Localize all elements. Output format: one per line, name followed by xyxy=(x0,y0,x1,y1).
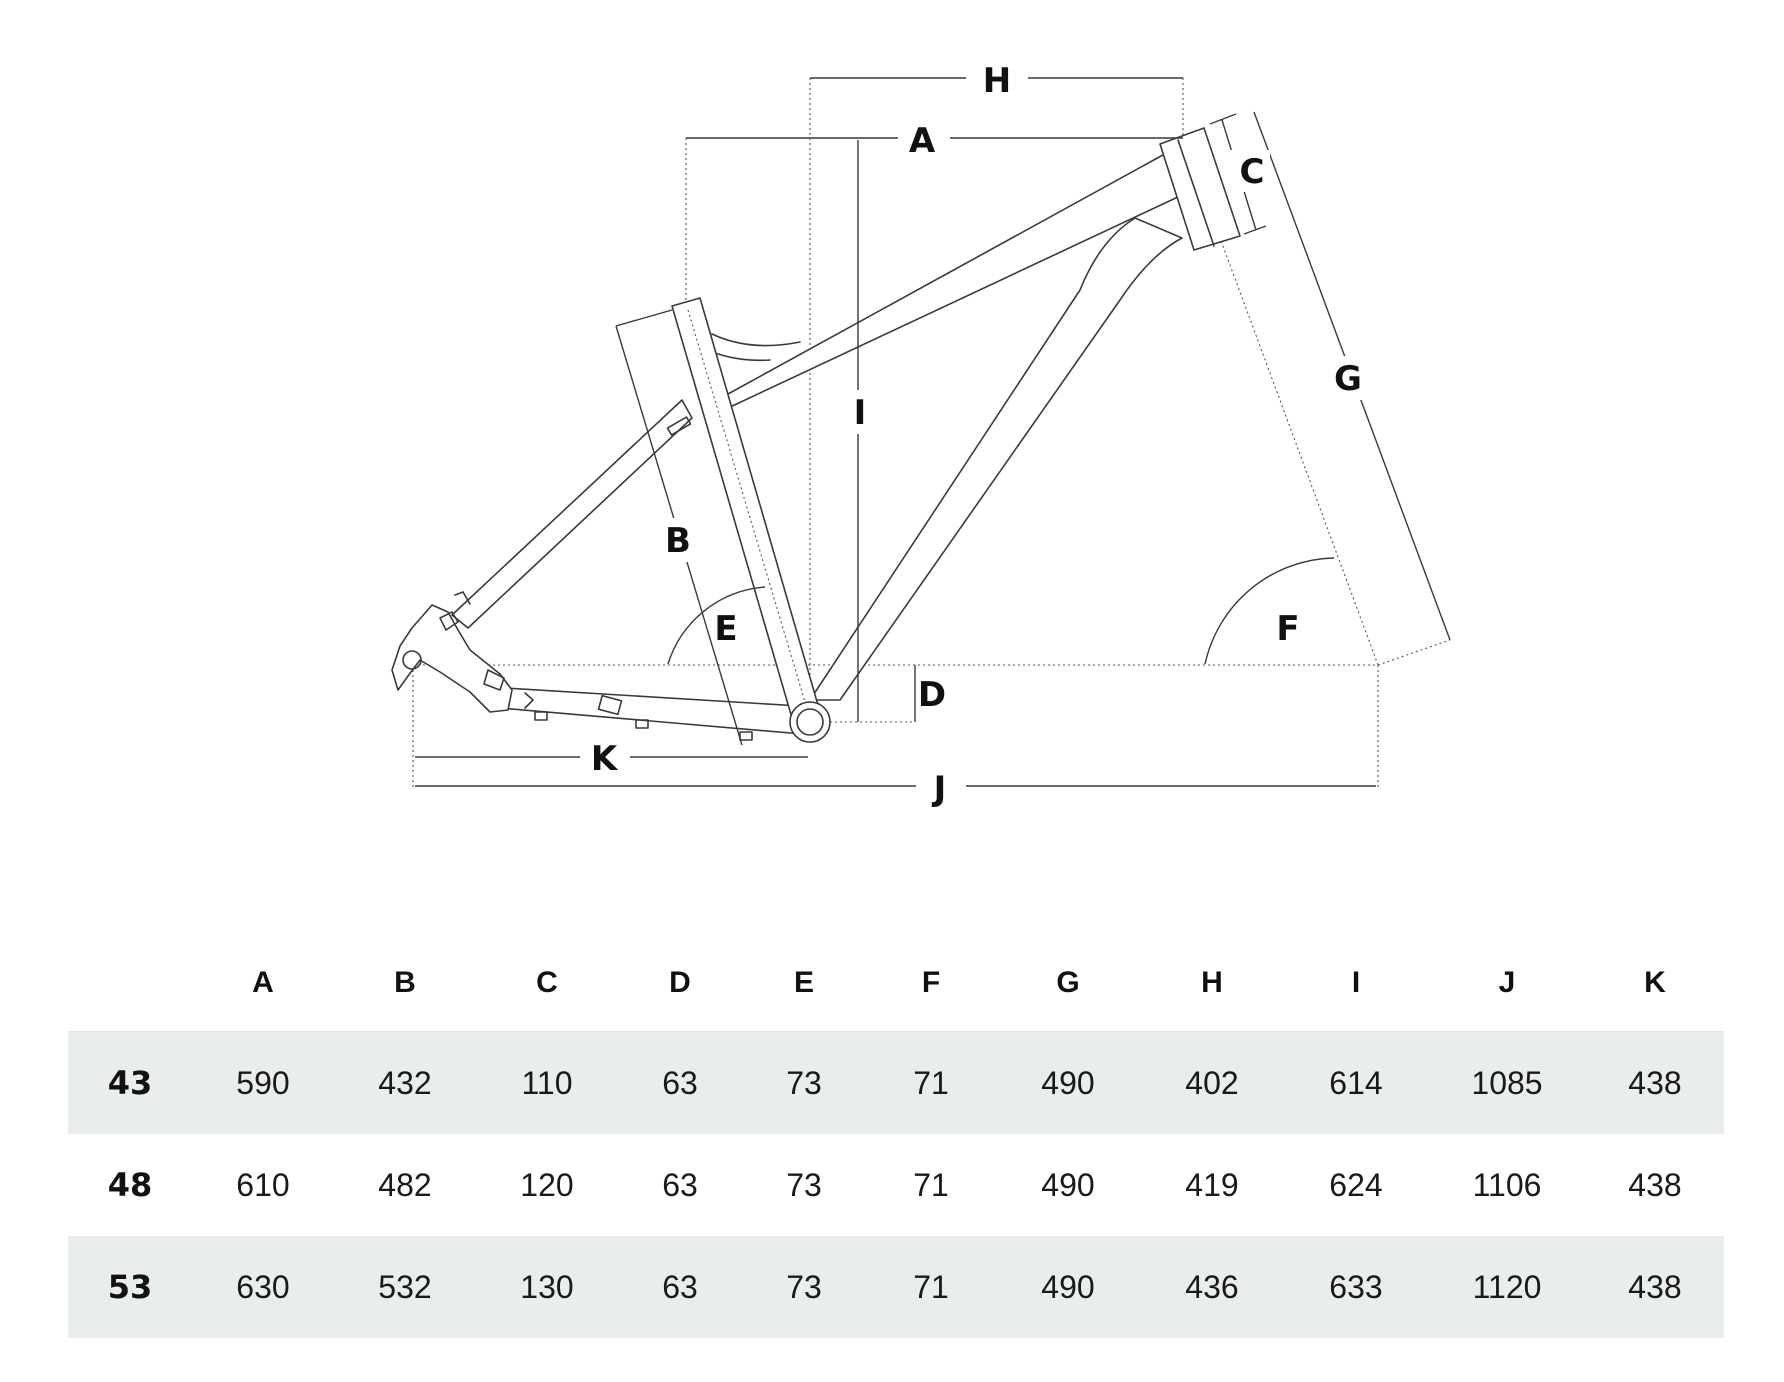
table-cell: 630 xyxy=(192,1236,334,1338)
chain-stay-decal xyxy=(597,694,623,716)
table-cell: 490 xyxy=(996,1031,1140,1134)
table-cell: 1106 xyxy=(1472,1166,1542,1203)
table-cell: 63 xyxy=(618,1236,742,1338)
geometry-table: A B C D E F G H I J K 43 590 432 110 63 … xyxy=(68,935,1724,1338)
down-tube xyxy=(809,217,1183,701)
top-tube-brace-bottom xyxy=(711,351,771,362)
table-cell: 419 xyxy=(1185,1166,1239,1203)
table-cell: 610 xyxy=(236,1166,290,1203)
chain-stay xyxy=(499,687,803,735)
chain-stay-bridge xyxy=(524,692,534,709)
rear-dropout xyxy=(391,604,513,713)
column-header: A xyxy=(252,966,274,999)
dim-label-f: F xyxy=(1276,609,1299,649)
dim-label-j: J xyxy=(932,769,947,809)
bike-frame xyxy=(391,127,1241,743)
table-cell: 73 xyxy=(742,1031,866,1134)
chain-stay-mount-3 xyxy=(739,731,753,741)
column-header: K xyxy=(1644,966,1666,999)
size-cell: 43 xyxy=(68,1031,192,1134)
table-cell: 73 xyxy=(742,1236,866,1338)
column-header: C xyxy=(536,966,558,999)
fork-offset-line xyxy=(1377,639,1451,666)
rear-axle-icon xyxy=(402,650,422,670)
column-header: F xyxy=(921,966,941,999)
table-cell: 71 xyxy=(913,1166,949,1203)
table-cell: 633 xyxy=(1284,1236,1428,1338)
seat-stay xyxy=(451,399,693,629)
column-header: G xyxy=(1056,966,1080,999)
table-cell: 1120 xyxy=(1428,1236,1586,1338)
column-header: D xyxy=(669,966,691,999)
table-row: 53 630 532 130 63 73 71 490 436 633 1120… xyxy=(68,1236,1724,1338)
table-cell: 482 xyxy=(378,1166,432,1203)
bottom-bracket-shell xyxy=(789,701,831,743)
table-cell: 130 xyxy=(476,1236,618,1338)
dim-c-tick-top xyxy=(1209,113,1237,125)
column-header: H xyxy=(1201,966,1223,999)
dim-label-a: A xyxy=(909,121,936,161)
table-cell: 490 xyxy=(1041,1166,1095,1203)
table-cell: 432 xyxy=(334,1031,476,1134)
table-cell: 1085 xyxy=(1428,1031,1586,1134)
dim-f-arc xyxy=(1204,557,1335,665)
table-header-row: A B C D E F G H I J K xyxy=(68,935,1724,1032)
table-cell: 438 xyxy=(1628,1166,1682,1203)
dim-label-k: K xyxy=(591,739,619,779)
reference-lines xyxy=(412,78,1451,790)
table-row: 48 610 482 120 63 73 71 490 419 624 1106… xyxy=(68,1134,1724,1236)
dim-label-i: I xyxy=(854,393,867,433)
table-cell: 110 xyxy=(476,1031,618,1134)
size-cell: 48 xyxy=(107,1166,153,1204)
table-cell: 73 xyxy=(786,1166,822,1203)
steering-axis-line xyxy=(1182,137,1379,666)
table-cell: 71 xyxy=(866,1031,996,1134)
size-cell: 53 xyxy=(68,1236,192,1338)
dim-label-b: B xyxy=(665,521,691,561)
table-cell: 438 xyxy=(1586,1236,1724,1338)
chain-stay-mount-2 xyxy=(635,719,649,729)
column-header: J xyxy=(1498,966,1516,999)
table-cell: 71 xyxy=(866,1236,996,1338)
column-header: E xyxy=(793,966,814,999)
column-header: I xyxy=(1351,966,1361,999)
top-tube-brace-top xyxy=(711,333,801,347)
dim-label-d: D xyxy=(918,675,946,715)
chain-stay-mount-1 xyxy=(534,711,548,721)
table-cell: 624 xyxy=(1329,1166,1383,1203)
table-cell: 120 xyxy=(520,1166,574,1203)
dropout-detail-2 xyxy=(483,669,505,691)
dim-c-tick-bottom xyxy=(1243,225,1267,235)
dropout-detail-1 xyxy=(439,611,459,631)
dim-label-g: G xyxy=(1334,359,1362,399)
dim-label-h: H xyxy=(983,61,1011,101)
table-cell: 402 xyxy=(1140,1031,1284,1134)
header-size-col xyxy=(68,935,192,1032)
head-tube xyxy=(1159,127,1241,251)
table-cell: 532 xyxy=(334,1236,476,1338)
dim-b-tick-top xyxy=(615,309,673,327)
table-cell: 436 xyxy=(1140,1236,1284,1338)
table-cell: 63 xyxy=(618,1031,742,1134)
dim-label-c: C xyxy=(1240,152,1265,192)
top-tube-decal xyxy=(666,416,692,436)
bottom-bracket-inner xyxy=(796,708,824,736)
dim-label-e: E xyxy=(714,609,737,649)
table-cell: 490 xyxy=(996,1236,1140,1338)
table-cell: 614 xyxy=(1284,1031,1428,1134)
table-cell: 590 xyxy=(192,1031,334,1134)
head-tube-seam xyxy=(1177,139,1215,247)
table-row: 43 590 432 110 63 73 71 490 402 614 1085… xyxy=(68,1031,1724,1134)
table-cell: 63 xyxy=(662,1166,698,1203)
column-header: B xyxy=(394,966,416,999)
frame-geometry-diagram: H A C G I B E F D K J xyxy=(391,58,1451,810)
seat-stay-bridge xyxy=(454,591,471,605)
dim-e-arc xyxy=(667,586,766,665)
table-cell: 438 xyxy=(1586,1031,1724,1134)
dimension-letters: H A C G I B E F D K J xyxy=(580,58,1370,810)
